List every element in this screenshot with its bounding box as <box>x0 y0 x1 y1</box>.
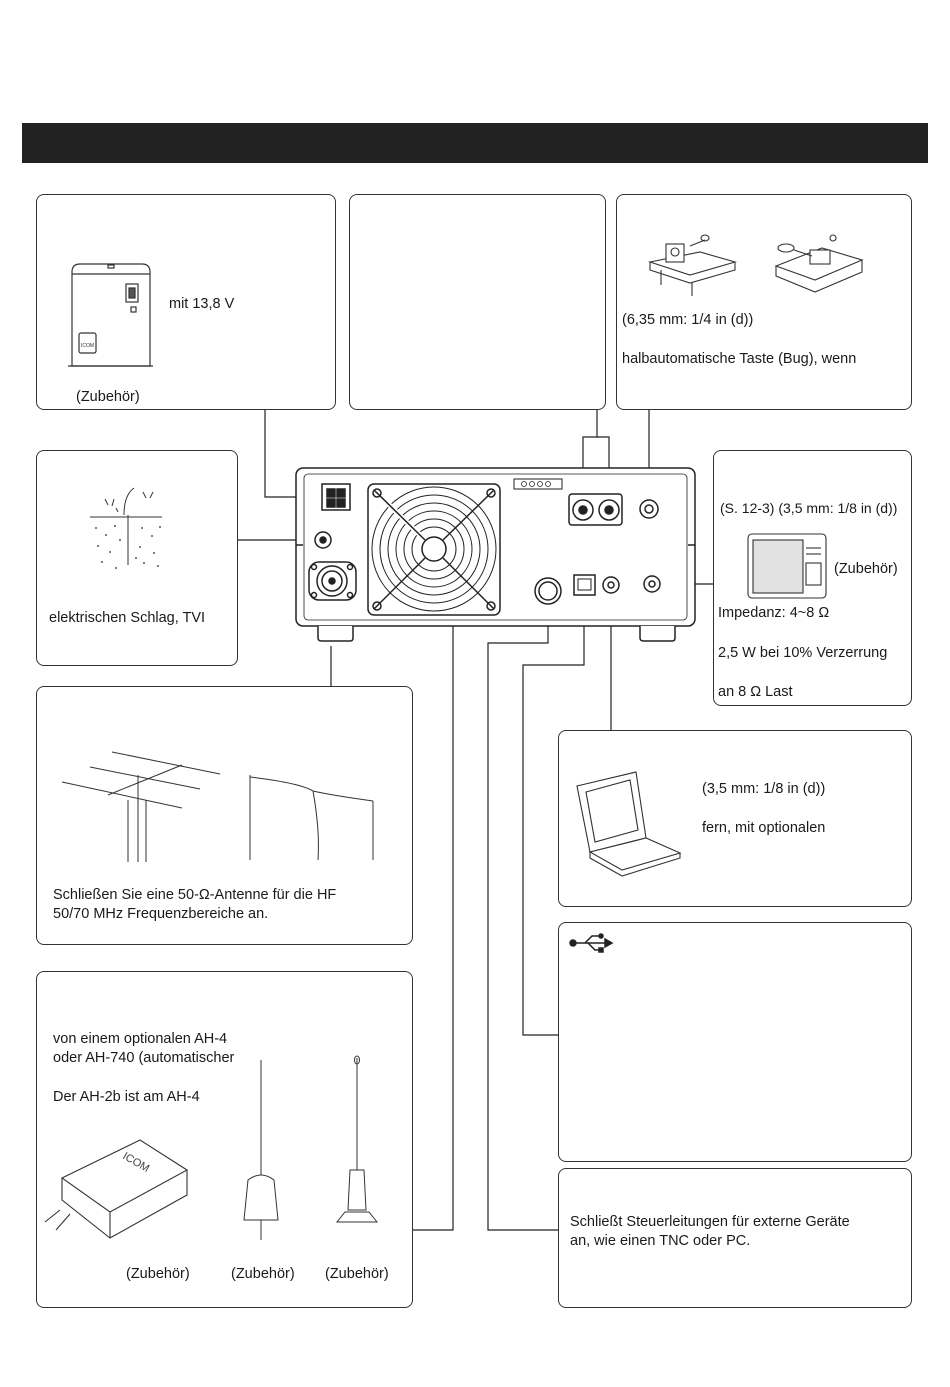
ground-illustration <box>90 487 162 565</box>
speaker-load: an 8 Ω Last <box>718 684 793 700</box>
power-supply-voltage-text: mit 13,8 V <box>169 296 235 312</box>
acc-text-line1: Schließt Steuerleitungen für externe Ger… <box>570 1214 850 1230</box>
blank-box <box>349 194 606 410</box>
key-plug-size: (6,35 mm: 1/4 in (d)) <box>622 312 754 328</box>
tuner-text-line3: Der AH-2b ist am AH-4 <box>53 1089 200 1105</box>
antenna-text-line1: Schließen Sie eine 50-Ω-Antenne für die … <box>53 887 337 903</box>
yagi-antenna-illustration <box>61 751 221 862</box>
antenna-text-line2: 50/70 MHz Frequenzbereiche an. <box>53 906 269 922</box>
tuner-caption: (Zubehör) <box>126 1266 190 1282</box>
usb-box <box>558 922 912 1162</box>
power-supply-logo: ICOM <box>81 343 94 349</box>
speaker-illustration <box>747 533 827 599</box>
power-supply-illustration <box>68 263 153 367</box>
speaker-plug-size: (S. 12-3) (3,5 mm: 1/8 in (d)) <box>720 500 898 516</box>
whip-1-caption: (Zubehör) <box>231 1266 295 1282</box>
speaker-power: 2,5 W bei 10% Verzerrung <box>718 645 888 661</box>
antenna-box <box>36 686 413 945</box>
key-box <box>616 194 912 410</box>
ground-text: elektrischen Schlag, TVI <box>49 610 206 626</box>
transceiver-rear-panel <box>295 467 696 642</box>
acc-text-line2: an, wie einen TNC oder PC. <box>570 1233 751 1249</box>
dipole-antenna-illustration <box>249 775 374 861</box>
tuner-illustration <box>44 1139 189 1239</box>
power-supply-caption: (Zubehör) <box>76 389 140 405</box>
pc-plug-size: (3,5 mm: 1/8 in (d)) <box>702 781 826 797</box>
acc-box <box>558 1168 912 1308</box>
speaker-caption: (Zubehör) <box>834 561 898 577</box>
laptop-illustration <box>576 771 682 877</box>
soil-dots <box>95 525 161 569</box>
whip-antenna-2-illustration <box>335 1055 379 1223</box>
key-illustrations <box>647 234 864 296</box>
usb-icon <box>569 933 614 953</box>
key-bug-text: halbautomatische Taste (Bug), wenn <box>622 351 857 367</box>
whip-antenna-1-illustration <box>243 1060 279 1240</box>
header-bar <box>22 123 928 163</box>
tuner-box <box>36 971 413 1308</box>
whip-2-caption: (Zubehör) <box>325 1266 389 1282</box>
speaker-impedance: Impedanz: 4~8 Ω <box>718 605 830 621</box>
pc-text: fern, mit optionalen <box>702 820 826 836</box>
tuner-text-line1: von einem optionalen AH-4 <box>53 1031 228 1047</box>
tuner-text-line2: oder AH-740 (automatischer <box>53 1050 235 1066</box>
